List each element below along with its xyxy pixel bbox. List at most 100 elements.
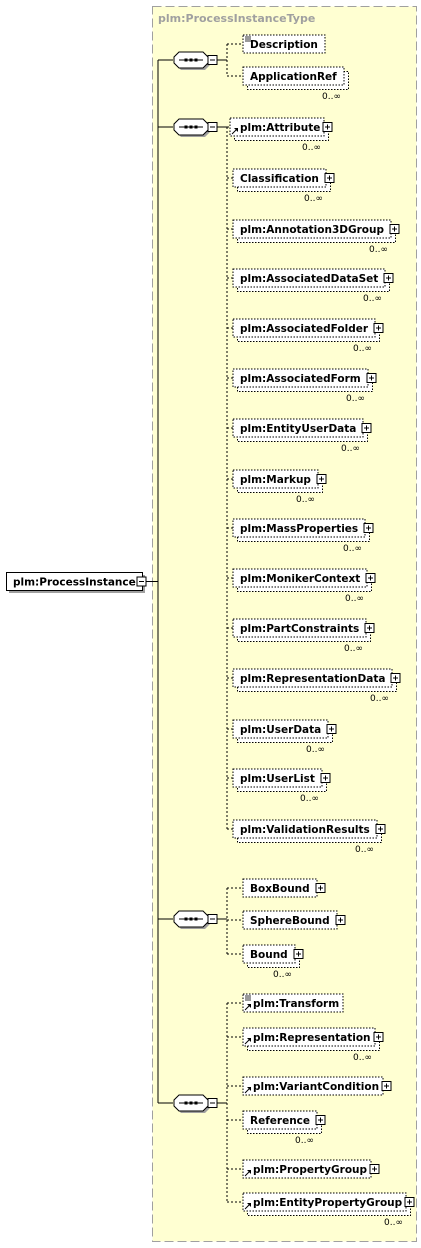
expand-icon[interactable] [404,1197,415,1207]
sequence-collapse-icon[interactable] [207,55,218,65]
element-box[interactable] [242,1110,318,1130]
element-label: plm:UserList [240,773,315,785]
multiplicity-label: 0..∞ [343,544,362,554]
expand-icon[interactable] [335,915,346,925]
element-box[interactable] [242,66,345,86]
expand-icon[interactable] [320,773,331,783]
element-box[interactable] [242,1076,384,1096]
multiplicity-label: 0..∞ [384,1218,403,1228]
element-box[interactable] [232,268,386,288]
multiplicity-label: 0..∞ [295,1136,314,1146]
element-box[interactable] [232,768,323,788]
expand-icon[interactable] [363,523,374,533]
expand-icon[interactable] [322,122,333,132]
expand-icon[interactable] [315,883,326,893]
sequence-collapse-icon[interactable] [207,914,218,924]
element-box[interactable] [242,993,344,1013]
element-box[interactable] [232,568,368,588]
root-collapse-icon[interactable] [136,576,147,587]
element-label: plm:RepresentationData [240,673,385,685]
expand-icon[interactable] [365,573,376,583]
expand-icon[interactable] [326,724,337,734]
connector-layer [146,43,243,1203]
element-label: plm:Markup [240,474,311,486]
reference-arrow-icon [231,128,238,135]
element-label: plm:EntityPropertyGroup [253,1197,403,1209]
element-label: plm:MassProperties [240,523,358,535]
element-box[interactable] [232,719,329,739]
element-label: plm:AssociatedForm [240,373,361,385]
expand-icon[interactable] [361,423,372,433]
element-description[interactable]: Description [242,34,326,54]
element-spherebound[interactable]: SphereBound [242,910,346,930]
expand-icon[interactable] [375,824,386,834]
expand-icon[interactable] [364,623,375,633]
element-box[interactable] [242,1159,372,1179]
element-label: plm:PropertyGroup [253,1164,368,1176]
multiplicity-label: 0..∞ [353,344,372,354]
multiplicity-label: 0..∞ [306,745,325,755]
expand-icon[interactable] [369,1164,380,1174]
element-label: plm:PartConstraints [240,623,359,635]
expand-icon[interactable] [383,273,394,283]
reference-arrow-icon [244,1087,251,1094]
element-label: plm:AssociatedDataSet [240,273,378,285]
element-userlist[interactable]: plm:UserList 0..∞ [232,768,331,804]
multiplicity-label: 0..∞ [353,1053,372,1063]
sequence-collapse-icon[interactable] [207,122,218,132]
multiplicity-label: 0..∞ [345,594,364,604]
multiplicity-label: 0..∞ [300,794,319,804]
sequence-compositor[interactable] [173,118,218,137]
expand-icon[interactable] [324,173,335,183]
expand-icon[interactable] [315,1115,326,1125]
element-massproperties[interactable]: plm:MassProperties 0..∞ [232,518,374,554]
element-box[interactable] [232,219,392,239]
sequence-collapse-icon[interactable] [207,1098,218,1108]
element-box[interactable] [242,34,326,54]
sequence-compositor[interactable] [173,1094,218,1113]
multiplicity-label: 0..∞ [322,92,341,102]
element-transform[interactable]: plm:Transform [242,993,344,1013]
sequence-compositor[interactable] [173,910,218,929]
element-userdata[interactable]: plm:UserData 0..∞ [232,719,337,755]
expand-icon[interactable] [390,673,401,683]
element-label: Classification [240,173,319,185]
element-box[interactable] [242,878,318,898]
root-element[interactable]: plm:ProcessInstance [6,572,147,594]
element-variantcondition[interactable]: plm:VariantCondition [242,1076,392,1096]
element-boxbound[interactable]: BoxBound [242,878,326,898]
expand-icon[interactable] [373,1032,384,1042]
element-label: plm:ValidationResults [240,824,370,836]
element-label: Bound [250,949,288,961]
expand-icon[interactable] [373,323,384,333]
element-label: BoxBound [250,883,310,895]
sequence-compositor[interactable] [173,51,218,70]
expand-icon[interactable] [366,373,377,383]
expand-icon[interactable] [381,1081,392,1091]
expand-icon[interactable] [316,474,327,484]
element-entitypropertygroup[interactable]: plm:EntityPropertyGroup 0..∞ [242,1192,415,1228]
element-propertygroup[interactable]: plm:PropertyGroup [242,1159,380,1179]
type-name-label: plm:ProcessInstanceType [158,12,315,25]
element-label: plm:UserData [240,724,321,736]
node-layer: plm:ProcessInstance DescriptionApplicatio… [6,34,415,1228]
expand-icon[interactable] [389,224,400,234]
expand-icon[interactable] [293,949,304,959]
